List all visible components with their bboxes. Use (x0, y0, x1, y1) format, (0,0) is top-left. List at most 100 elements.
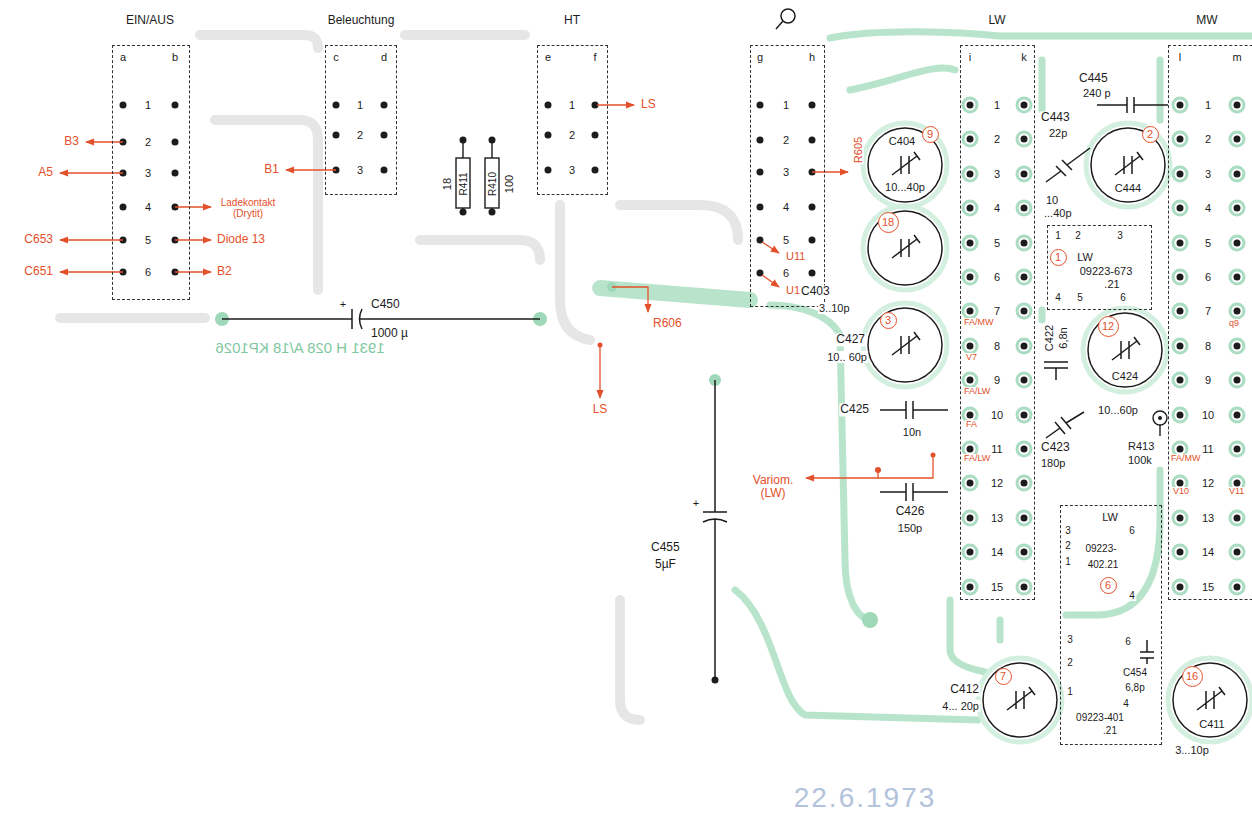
signal-label: U11 (785, 250, 806, 262)
trace-ring (1083, 308, 1167, 392)
capacitor-symbol (1046, 412, 1084, 438)
coil-text: 6 (1124, 637, 1132, 647)
pin-pad (809, 102, 816, 109)
callout-number: 6 (1104, 580, 1112, 591)
callout-number: 12 (1101, 321, 1115, 332)
pin-pad (1021, 515, 1028, 522)
pin-pad (1177, 412, 1184, 419)
pin-pad (1021, 549, 1028, 556)
pin-pad (545, 132, 552, 139)
leader-arrow (86, 141, 123, 142)
pin-number: 6 (144, 267, 152, 278)
coil-text: 402.21 (1087, 560, 1120, 570)
signal-label: B2 (216, 265, 233, 278)
pad-ring (963, 476, 977, 490)
pad-ring (1230, 545, 1244, 559)
coil-box: 123LW09223-673.214561 (1047, 225, 1152, 310)
pin-number: 3 (1204, 169, 1212, 180)
pin-pad (967, 515, 974, 522)
coil-text: LW (1076, 252, 1094, 263)
callout-number: 9 (926, 129, 934, 140)
group-header: Beleuchtung (327, 14, 396, 26)
part-label: 10 (1045, 194, 1059, 206)
part-label: 100k (1127, 454, 1153, 466)
part-label: C424 (1111, 370, 1139, 382)
pin-number: 1 (1204, 100, 1212, 111)
column-letter: h (808, 52, 816, 63)
column-letter: b (171, 52, 179, 63)
pad-ring (1173, 339, 1187, 353)
pin-pad (172, 170, 179, 177)
callout-number: 12 (1098, 316, 1119, 337)
resistor-symbol (456, 158, 470, 208)
pin-pad (1021, 136, 1028, 143)
switch-contact-group: HTef123 (529, 8, 616, 199)
pad-ring (1230, 511, 1244, 525)
pin-pad (967, 240, 974, 247)
pad-ring (1017, 511, 1031, 525)
pin-number: 4 (144, 202, 152, 213)
part-label: C404 (888, 135, 916, 147)
pin-pad (1177, 480, 1184, 487)
signal-label: FA/LW (963, 454, 991, 464)
pad-ring (1017, 476, 1031, 490)
pin-number: 12 (990, 478, 1004, 489)
pad-ring (1017, 98, 1031, 112)
pin-number: 5 (993, 238, 1001, 249)
pin-pad (1021, 240, 1028, 247)
signal-label: V7 (965, 353, 978, 363)
pin-pad (1234, 480, 1241, 487)
pin-pad (967, 446, 974, 453)
signal-label: FA/MW (1170, 454, 1202, 464)
pad-ring (1173, 408, 1187, 422)
part-label: C427 (835, 333, 866, 346)
copper-trace (1157, 60, 1164, 120)
trimmer-capacitor (868, 128, 942, 202)
part-label: 180p (1040, 457, 1066, 469)
trace-ring (863, 123, 1252, 742)
pad-ring (963, 132, 977, 146)
pin-pad (545, 102, 552, 109)
coil-text: 2 (1074, 231, 1082, 241)
switch-contact-group: MWlm123456789101112131415 (1160, 8, 1252, 604)
signal-label: LS (640, 98, 657, 111)
pin-pad (1021, 480, 1028, 487)
part-label: 10...60p (1097, 404, 1139, 416)
ghost-trace (200, 35, 318, 48)
pin-pad (757, 102, 764, 109)
copper-trace (850, 68, 955, 90)
copper-trace (830, 32, 1252, 38)
ghost-trace (60, 313, 205, 323)
solder-pad (215, 282, 878, 628)
leader-arrow (60, 271, 123, 272)
callout-number: 7 (999, 671, 1007, 682)
copper-trace (600, 288, 750, 300)
pin-number: 5 (1204, 238, 1212, 249)
magnifier-symbol (781, 9, 795, 23)
pin-pad (1177, 515, 1184, 522)
part-label: C403 (800, 285, 831, 298)
pad-ring (1017, 580, 1031, 594)
signal-label: A5 (37, 166, 54, 179)
pin-pad (1177, 205, 1184, 212)
pad-ring (963, 511, 977, 525)
column-letter: a (119, 52, 127, 63)
coil-text: 3 (1064, 526, 1072, 536)
part-label: 240 p (1082, 87, 1112, 99)
pad-ring (963, 545, 977, 559)
pin-pad (545, 167, 552, 174)
resistor-symbol (456, 140, 1167, 436)
pin-pad (1234, 274, 1241, 281)
pad-ring (1173, 511, 1187, 525)
pin-number: 6 (993, 272, 1001, 283)
pad-ring (1173, 98, 1187, 112)
pin-pad (1234, 102, 1241, 109)
callout-number: 7 (995, 668, 1012, 685)
pin-number: 10 (990, 410, 1004, 421)
pin-pad (1234, 446, 1241, 453)
pin-pad (172, 102, 179, 109)
part-label: C423 (1040, 441, 1071, 454)
leader-arrow (175, 206, 211, 207)
column-letter: k (1020, 52, 1028, 63)
resistor-symbol (485, 158, 499, 208)
